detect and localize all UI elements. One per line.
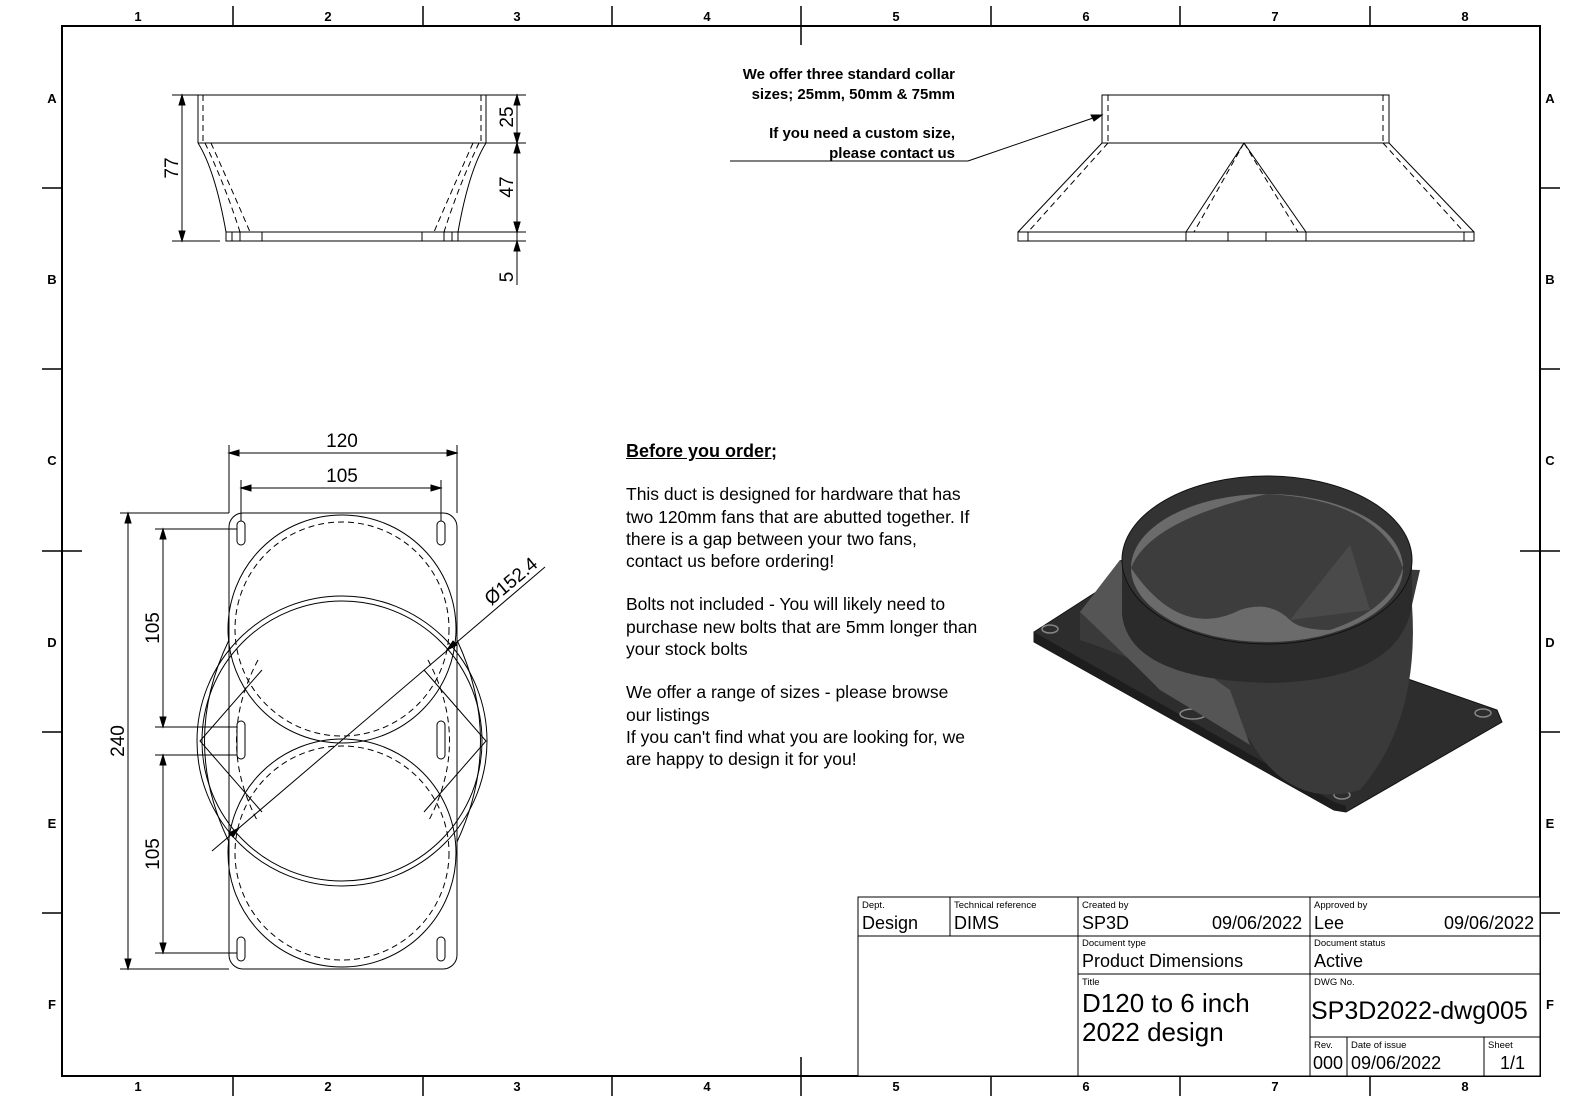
zone-col-1-bottom: 1 [134, 1079, 141, 1094]
tb-issue-label: Date of issue [1351, 1040, 1407, 1051]
zone-row-a-right: A [1545, 91, 1555, 106]
collar-note-line4: please contact us [829, 145, 955, 162]
tb-doc-type-label: Document type [1082, 938, 1146, 949]
tb-title-label: Title [1082, 977, 1100, 988]
tb-approved-by: Lee [1314, 913, 1345, 933]
zone-row-a: A [47, 91, 57, 106]
zone-col-1: 1 [134, 9, 141, 24]
zone-col-8: 8 [1461, 9, 1468, 24]
tb-tech-ref: DIMS [954, 913, 999, 933]
order-para-sizes: We offer a range of sizes - please brows… [626, 682, 949, 725]
zone-col-7: 7 [1271, 9, 1278, 24]
tb-dept-label: Dept. [862, 900, 885, 911]
title-block [857, 896, 1541, 1077]
zone-labels: 1 2 3 4 5 6 7 8 1 2 3 4 5 6 7 8 A B C D … [47, 9, 1555, 1094]
collar-note-line1: We offer three standard collar [743, 66, 955, 83]
dim-height-total: 240 [108, 725, 129, 757]
order-para-fans: This duct is designed for hardware that … [626, 484, 970, 572]
tb-dwg-no: SP3D2022-dwg005 [1311, 997, 1528, 1025]
dim-flange: 5 [497, 272, 518, 283]
zone-col-4-bottom: 4 [703, 1079, 711, 1094]
zone-col-3-bottom: 3 [513, 1079, 520, 1094]
dim-taper: 47 [497, 176, 518, 197]
zone-col-2-bottom: 2 [324, 1079, 331, 1094]
tb-doc-status-label: Document status [1314, 938, 1386, 949]
zone-row-c: C [47, 453, 57, 468]
tb-doc-status: Active [1314, 951, 1364, 971]
zone-col-2: 2 [324, 9, 331, 24]
zone-row-f-right: F [1546, 997, 1554, 1012]
top-view [120, 445, 546, 971]
zone-row-e-right: E [1546, 816, 1555, 831]
tb-doc-type: Product Dimensions [1082, 951, 1244, 971]
zone-col-3: 3 [513, 9, 520, 24]
tb-approved-date: 09/06/2022 [1444, 913, 1535, 933]
zone-col-6-bottom: 6 [1082, 1079, 1089, 1094]
order-info: Before you order; This duct is designed … [626, 440, 1026, 771]
order-heading: Before you order; [626, 441, 778, 461]
side-view [172, 93, 526, 285]
tb-sheet: 1/1 [1500, 1053, 1526, 1073]
tb-created-by-label: Created by [1082, 900, 1129, 911]
tb-dwg-label: DWG No. [1314, 977, 1355, 988]
collar-note-line3: If you need a custom size, [769, 125, 955, 142]
tb-rev-label: Rev. [1314, 1040, 1333, 1051]
zone-row-f: F [48, 997, 56, 1012]
zone-row-b-right: B [1545, 272, 1554, 287]
tb-dept: Design [862, 913, 919, 933]
zone-row-d-right: D [1545, 635, 1554, 650]
tb-approved-by-label: Approved by [1314, 900, 1368, 911]
tb-title-line2: 2022 design [1082, 1017, 1224, 1047]
dim-width-outer: 120 [326, 431, 358, 452]
dim-hole-spacing-upper: 105 [143, 612, 164, 644]
tb-sheet-label: Sheet [1488, 1040, 1513, 1051]
dim-hole-spacing-lower: 105 [143, 838, 164, 870]
zone-col-7-bottom: 7 [1271, 1079, 1278, 1094]
front-view [730, 94, 1475, 242]
dim-width-holes: 105 [326, 466, 358, 487]
dim-collar: 25 [497, 106, 518, 127]
drawing-frame [42, 6, 1560, 1096]
zone-col-6: 6 [1082, 9, 1089, 24]
tb-tech-ref-label: Technical reference [954, 900, 1037, 911]
iso-render [1033, 475, 1503, 813]
zone-col-5-bottom: 5 [892, 1079, 899, 1094]
tb-rev: 000 [1313, 1053, 1344, 1073]
zone-row-b: B [47, 272, 56, 287]
order-para-bolts: Bolts not included - You will likely nee… [626, 594, 978, 660]
zone-row-c-right: C [1545, 453, 1555, 468]
tb-created-date: 09/06/2022 [1212, 913, 1303, 933]
collar-note-line2: sizes; 25mm, 50mm & 75mm [752, 86, 955, 103]
dim-total-height: 77 [162, 157, 183, 178]
zone-col-5: 5 [892, 9, 899, 24]
tb-title-line1: D120 to 6 inch [1082, 988, 1250, 1018]
dim-diameter: Ø152.4 [481, 553, 543, 609]
zone-row-d: D [47, 635, 56, 650]
zone-col-4: 4 [703, 9, 711, 24]
zone-col-8-bottom: 8 [1461, 1079, 1468, 1094]
order-para-custom: If you can't find what you are looking f… [626, 726, 965, 770]
tb-issue-date: 09/06/2022 [1351, 1053, 1442, 1073]
zone-row-e: E [48, 816, 57, 831]
tb-created-by: SP3D [1082, 913, 1130, 933]
